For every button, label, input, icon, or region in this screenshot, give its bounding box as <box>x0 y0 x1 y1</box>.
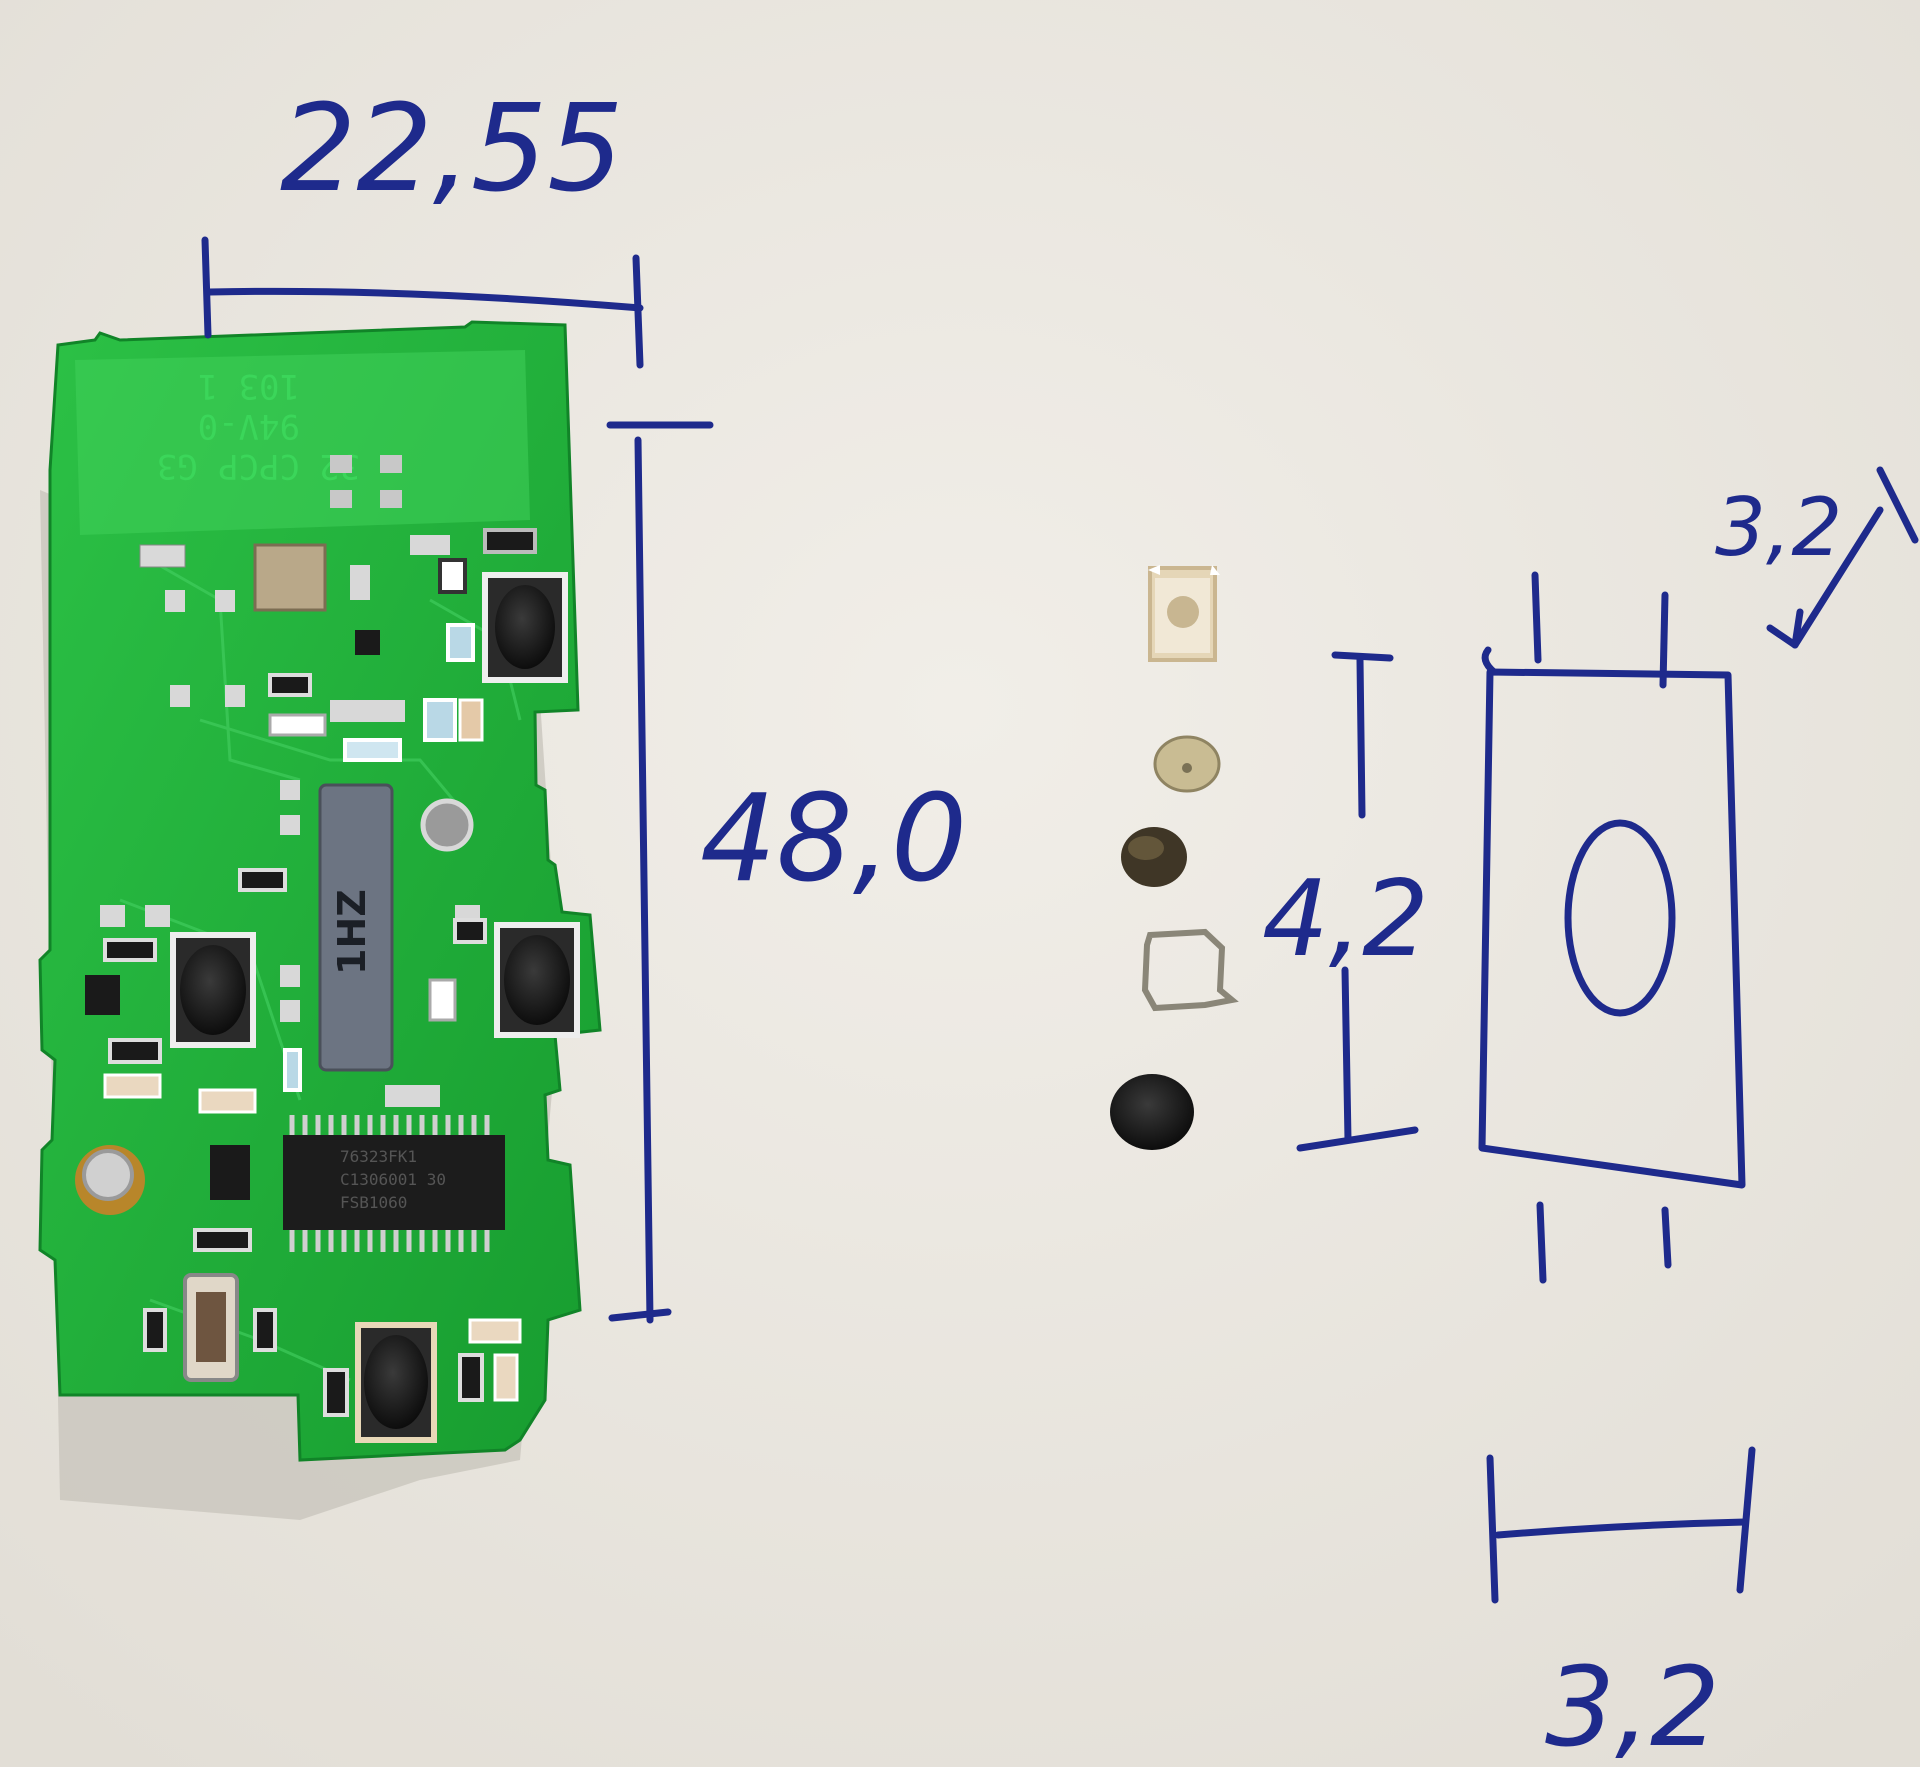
dimension-pcb-height: 48,0 <box>606 421 967 1324</box>
ic-chip: 76323FK1 C1306001 30 FSB1060 <box>283 1115 505 1252</box>
screw-head <box>82 1149 134 1201</box>
rubber-cap <box>1110 1074 1194 1150</box>
dimension-switch-height: 4,2 <box>1262 651 1429 1152</box>
switch-parts <box>1110 565 1239 1150</box>
silk-line-3: 94V-0 <box>198 406 300 446</box>
ic-line-3: FSB1060 <box>340 1193 407 1212</box>
ic-line-2: C1306001 30 <box>340 1170 446 1189</box>
switch-drawing <box>1478 571 1746 1284</box>
silk-line-4: 103 1 <box>198 366 300 406</box>
saw-resonator <box>253 543 327 612</box>
pcb-button-mid-right <box>494 922 580 1038</box>
dome-center <box>1182 763 1192 773</box>
label-switch-width-top: 3,2 <box>1715 481 1842 574</box>
pcb-button-mid-left <box>170 932 256 1048</box>
label-pcb-height: 48,0 <box>700 770 967 909</box>
coil-label: 1HZ <box>330 889 374 975</box>
crystal-core <box>196 1292 226 1362</box>
dimension-pcb-width: 22,55 <box>201 80 644 369</box>
coil-component: 1HZ <box>318 783 394 1072</box>
ic-line-1: 76323FK1 <box>340 1147 417 1166</box>
smd-components <box>85 455 537 1417</box>
label-pcb-width: 22,55 <box>280 80 624 219</box>
switch-housing <box>1148 565 1220 662</box>
via-screw <box>420 798 474 852</box>
label-switch-height: 4,2 <box>1262 858 1429 980</box>
dark-dome-shine <box>1128 836 1164 860</box>
dimension-switch-width-top: 3,2 <box>1715 466 1919 649</box>
pcb-button-top-right <box>482 572 568 683</box>
dimension-switch-width-bottom: 3,2 <box>1486 1446 1756 1767</box>
pcb-board: 32 CPCP G3 94V-0 103 1 <box>38 320 602 1462</box>
silk-line-2: CPCP G3 <box>157 446 300 486</box>
metal-frame <box>1141 928 1239 1012</box>
pcb-silk-area <box>75 350 530 535</box>
label-switch-width-bottom: 3,2 <box>1545 1643 1720 1767</box>
pcb-button-bottom <box>355 1322 437 1443</box>
